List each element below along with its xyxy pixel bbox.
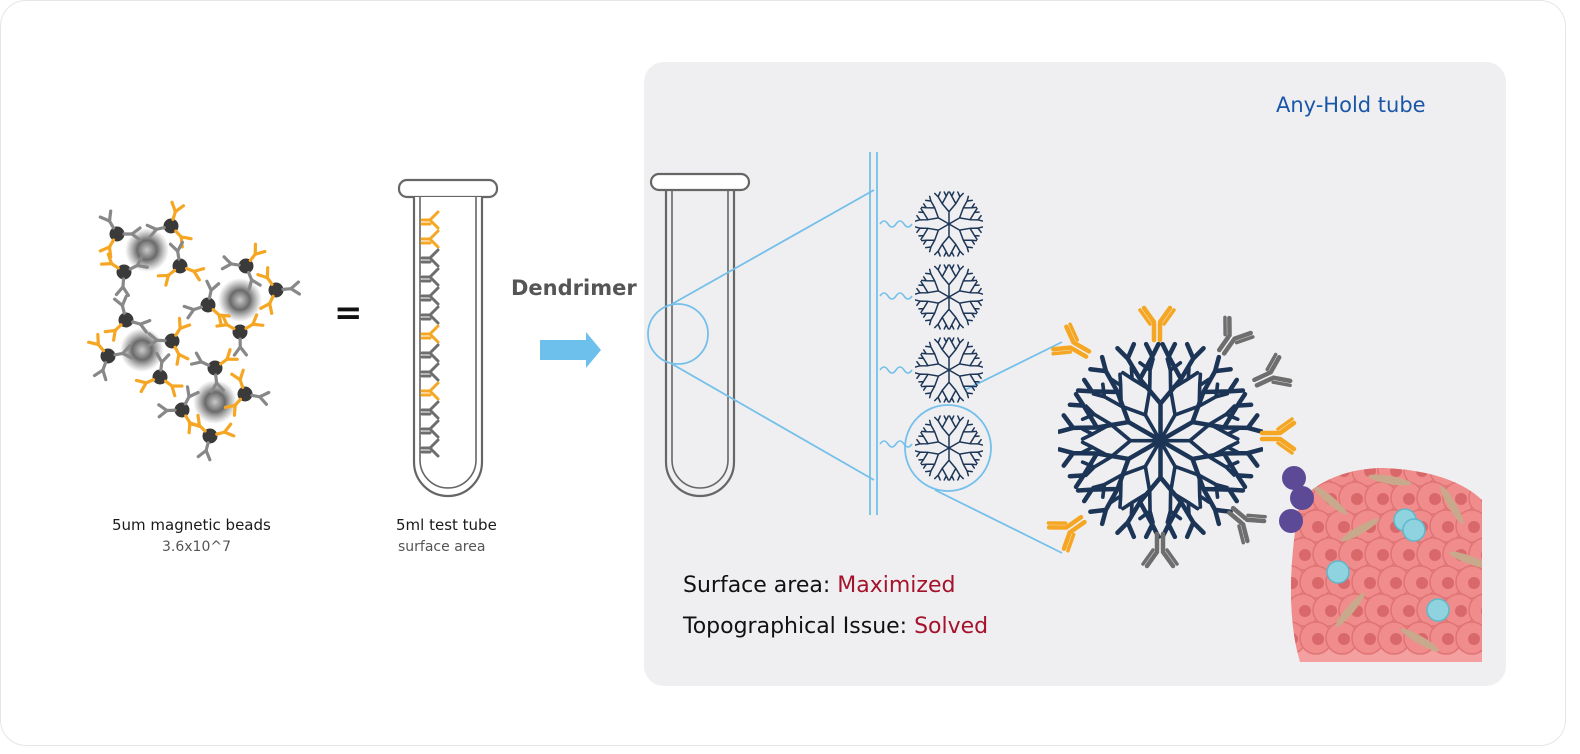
test-tube-icon bbox=[397, 178, 499, 498]
bead-core-icon bbox=[152, 369, 168, 385]
test-tube-sublabel: surface area bbox=[398, 539, 486, 555]
antibody-icon bbox=[420, 305, 440, 325]
topographical-prefix: Topographical Issue: bbox=[683, 614, 915, 639]
bead-core-icon bbox=[237, 386, 253, 402]
antibody-icon bbox=[420, 419, 440, 439]
magnetic-bead-icon bbox=[218, 278, 262, 322]
antibody-icon bbox=[420, 381, 440, 401]
arrow-right-icon bbox=[540, 332, 601, 368]
antibody-icon bbox=[1220, 497, 1266, 544]
antibody-icon bbox=[113, 294, 132, 317]
bead-core-icon bbox=[268, 282, 284, 298]
dendrimer-icon bbox=[914, 416, 984, 480]
antibody-icon bbox=[249, 387, 271, 406]
antibody-icon bbox=[1208, 316, 1254, 362]
antibody-icon bbox=[182, 299, 205, 320]
dendrimer-icon bbox=[914, 338, 984, 402]
antibody-icon bbox=[1140, 308, 1174, 340]
antibody-icon bbox=[1249, 354, 1292, 398]
bead-core-icon bbox=[118, 312, 134, 328]
antibody-icon bbox=[420, 210, 440, 230]
antibody-icon bbox=[220, 255, 242, 273]
antibody-icon bbox=[420, 267, 440, 287]
antibody-icon bbox=[114, 276, 132, 297]
antibody-icon bbox=[196, 439, 216, 462]
antibody-icon bbox=[420, 248, 440, 268]
panel-title: Any-Hold tube bbox=[1276, 93, 1426, 117]
surface-area-prefix: Surface area: bbox=[683, 573, 838, 598]
beads-label: 5um magnetic beads bbox=[112, 516, 271, 534]
antibody-icon bbox=[420, 286, 440, 306]
antibody-icon bbox=[168, 240, 187, 262]
bead-core-icon bbox=[174, 402, 190, 418]
antibody-icon bbox=[157, 402, 177, 419]
dendrimer-column bbox=[879, 192, 984, 480]
any-hold-tube-icon bbox=[649, 172, 751, 498]
dendrimer-icon bbox=[914, 192, 984, 256]
antibody-icon bbox=[420, 343, 440, 363]
topographical-statement: Topographical Issue: Solved bbox=[683, 614, 988, 639]
antibody-icon bbox=[165, 200, 186, 223]
antibody-icon bbox=[420, 229, 440, 249]
antibody-icon bbox=[1047, 506, 1093, 552]
test-tube-label: 5ml test tube bbox=[396, 516, 497, 534]
zoom-guide-lines bbox=[647, 152, 1063, 554]
bead-core-icon bbox=[202, 428, 218, 444]
surface-area-statement: Surface area: Maximized bbox=[683, 573, 955, 598]
equals-sign: = bbox=[334, 293, 363, 333]
antibody-icon bbox=[280, 280, 302, 297]
tube-antibody-column bbox=[420, 210, 440, 458]
antibody-icon bbox=[420, 324, 440, 344]
dendrimer-icon bbox=[914, 265, 984, 329]
surface-area-value: Maximized bbox=[837, 573, 956, 598]
antibody-icon bbox=[232, 337, 249, 357]
bead-core-icon bbox=[109, 226, 125, 242]
bead-core-icon bbox=[232, 324, 248, 340]
bead-core-icon bbox=[238, 258, 254, 274]
dendrimer-arrow-label: Dendrimer bbox=[511, 276, 637, 300]
antibody-icon bbox=[420, 438, 440, 458]
bead-core-icon bbox=[172, 258, 188, 274]
antibody-icon bbox=[230, 368, 250, 391]
magnetic-bead-icon bbox=[193, 380, 237, 424]
antibody-icon bbox=[420, 400, 440, 420]
antibody-icon bbox=[1262, 419, 1294, 453]
antibody-icon bbox=[420, 362, 440, 382]
magnetic-beads-cluster bbox=[87, 200, 302, 462]
antibody-icon bbox=[201, 279, 221, 302]
bead-core-icon bbox=[200, 297, 216, 313]
bead-core-icon bbox=[163, 218, 179, 234]
beads-count: 3.6x10^7 bbox=[162, 539, 232, 555]
antibody-icon bbox=[1143, 534, 1177, 566]
antibody-icon bbox=[213, 422, 236, 442]
bead-core-icon bbox=[164, 333, 180, 349]
topographical-value: Solved bbox=[914, 614, 989, 639]
bead-core-icon bbox=[116, 264, 132, 280]
tumor-tissue-icon bbox=[1279, 466, 1482, 662]
antibody-icon bbox=[1051, 323, 1096, 368]
bead-core-icon bbox=[100, 348, 116, 364]
magnetic-bead-icon bbox=[120, 328, 164, 372]
bead-core-icon bbox=[207, 360, 223, 376]
